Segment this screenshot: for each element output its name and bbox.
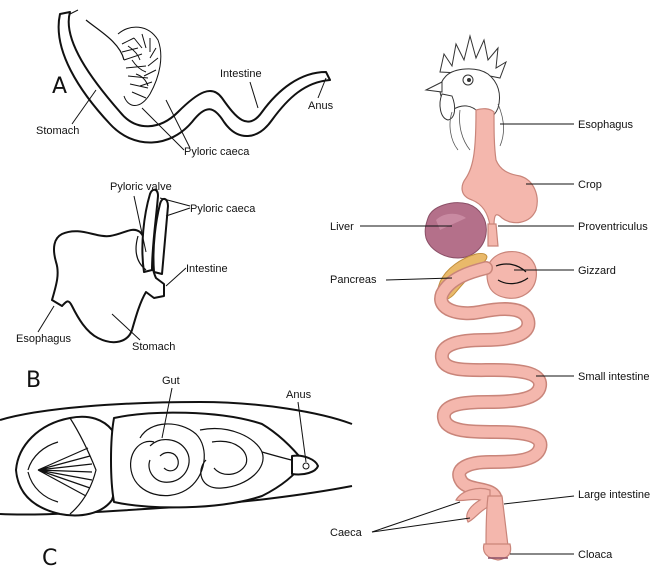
panel-b-label-esophagus: Esophagus (16, 333, 72, 345)
panel-c-pharynx-shape (16, 417, 117, 516)
panel-b-label-pyloric-caeca: Pyloric caeca (190, 203, 256, 215)
panel-a-pyloric-caeca-shape (118, 27, 161, 105)
bird-label-small-intestine: Small intestine (578, 371, 650, 383)
bird-label-crop: Crop (578, 179, 602, 191)
panel-a-label-intestine: Intestine (220, 68, 262, 80)
bird-caeca-shape (456, 488, 490, 522)
panel-a-stomach-shape (59, 12, 330, 143)
panel-c-label-gut: Gut (162, 375, 180, 387)
bird-liver-shape (425, 203, 486, 258)
panel-a-stomach-fold (86, 20, 124, 60)
panel-b-label-pyloric-valve: Pyloric valve (110, 181, 172, 193)
bird-label-large-intestine: Large intestine (578, 489, 650, 501)
bird-label-cloaca: Cloaca (578, 549, 613, 561)
panel-a-label-pyloric-caeca: Pyloric caeca (184, 146, 250, 158)
panel-a-letter: A (52, 74, 67, 99)
rooster-wattle (440, 94, 455, 120)
bird-label-proventriculus: Proventriculus (578, 221, 648, 233)
panel-b-label-intestine: Intestine (186, 263, 228, 275)
panel-a: A Stomach Intestine Anus Pyloric caeca (36, 10, 334, 158)
panel-c-anus-opening (303, 463, 309, 469)
panel-b: Pyloric valve Pyloric caeca Intestine Es… (16, 181, 256, 393)
bird-gizzard-shape (487, 252, 536, 299)
bird-label-liver: Liver (330, 221, 354, 233)
bird-label-esophagus: Esophagus (578, 119, 634, 131)
panel-c-label-anus: Anus (286, 389, 312, 401)
bird-label-pancreas: Pancreas (330, 274, 377, 286)
bird-label-caeca: Caeca (330, 527, 363, 539)
bird-proventriculus-shape (488, 224, 498, 246)
panel-b-letter: B (26, 368, 41, 393)
panel-a-label-stomach: Stomach (36, 125, 79, 137)
bird-digestive-system: Esophagus Crop Liver Proventriculus Panc… (330, 36, 650, 561)
bird-label-gizzard: Gizzard (578, 265, 616, 277)
panel-b-label-stomach: Stomach (132, 341, 175, 353)
rooster-beak (426, 82, 442, 92)
panel-c-gut-shape (111, 413, 304, 508)
panel-c-letter: C (42, 546, 57, 568)
rooster-pupil (467, 78, 471, 82)
panel-c: Gut Anus C (0, 375, 352, 568)
panel-a-label-anus: Anus (308, 100, 334, 112)
